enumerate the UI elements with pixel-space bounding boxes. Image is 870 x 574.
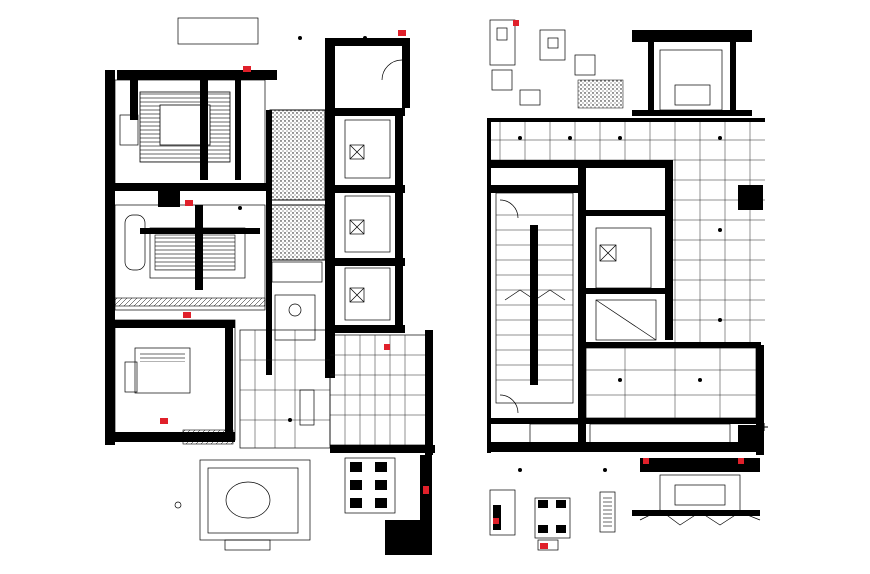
bedroom-1 [114,79,270,207]
bed-elevation [632,30,752,116]
details-bottom [489,458,761,551]
corridor [491,185,764,455]
column-icon [174,36,367,509]
lift-2 [344,195,391,253]
lift-3 [344,267,391,321]
stair-core [491,160,673,450]
north-wall [117,70,277,80]
bedroom-2 [114,204,266,311]
lift-lobby [586,210,671,341]
column-icon [518,136,722,472]
bathrooms [266,109,326,375]
top-balcony [177,17,259,45]
sofa-set [534,497,571,539]
north-arrow-icon [760,423,768,431]
markers-right [493,20,744,549]
markers [160,30,429,494]
right-floor-plan [487,19,765,551]
lift-1 [344,119,391,179]
dining-set [344,457,396,514]
door-swing-icon [381,59,403,81]
west-wall [105,70,115,445]
bed-plan [632,458,761,526]
lift-core [325,38,410,378]
stair-arrow-icon [504,289,566,301]
left-floor-plan [105,17,435,555]
kitchen-dining [239,329,435,455]
balcony-lower [182,429,432,555]
details-top [489,19,752,116]
bedroom-3 [105,319,236,442]
